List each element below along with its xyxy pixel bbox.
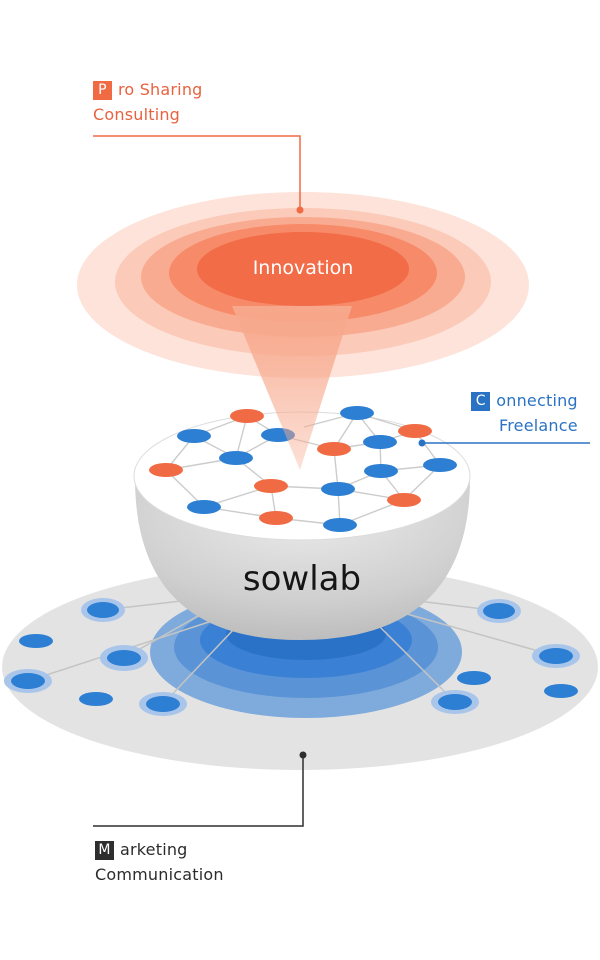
label-pro-sharing-line2: Consulting (93, 105, 181, 124)
node-orange (254, 479, 288, 493)
network-nodes (149, 406, 457, 532)
node-blue (363, 435, 397, 449)
initial-badge-c: C (471, 392, 491, 411)
node (107, 650, 141, 666)
label-marketing-line1: arketing (120, 840, 188, 859)
node (544, 684, 578, 698)
connector-bottom (93, 751, 307, 827)
connector-top (93, 135, 304, 214)
node-orange (149, 463, 183, 477)
platform-nodes (4, 598, 580, 716)
node (87, 602, 119, 618)
node-blue (187, 500, 221, 514)
label-pro-sharing-line1: ro Sharing (118, 80, 203, 99)
node-blue (340, 406, 374, 420)
bowl: sowlab (133, 406, 471, 640)
node (457, 671, 491, 685)
node-orange (398, 424, 432, 438)
node (483, 603, 515, 619)
label-marketing-line2: Communication (95, 865, 224, 884)
initial-badge-p: P (93, 81, 112, 100)
node (19, 634, 53, 648)
initial-badge-m: M (95, 841, 114, 860)
node-orange (317, 442, 351, 456)
brand-logo: sowlab (243, 559, 361, 599)
label-connecting-line2: Freelance (499, 416, 578, 435)
label-connecting-line1: onnecting (496, 391, 578, 410)
node-blue (423, 458, 457, 472)
node (79, 692, 113, 706)
node-blue (321, 482, 355, 496)
node-orange (387, 493, 421, 507)
node-blue (364, 464, 398, 478)
node-orange (230, 409, 264, 423)
node (11, 673, 45, 689)
node (146, 696, 180, 712)
innovation-label: Innovation (253, 257, 354, 279)
node (438, 694, 472, 710)
node-blue (219, 451, 253, 465)
innovation-cone (232, 306, 352, 470)
node-blue (177, 429, 211, 443)
innovation-rings: Innovation (77, 192, 529, 378)
node-orange (259, 511, 293, 525)
node (539, 648, 573, 664)
connector-right (418, 439, 590, 447)
node-blue (323, 518, 357, 532)
